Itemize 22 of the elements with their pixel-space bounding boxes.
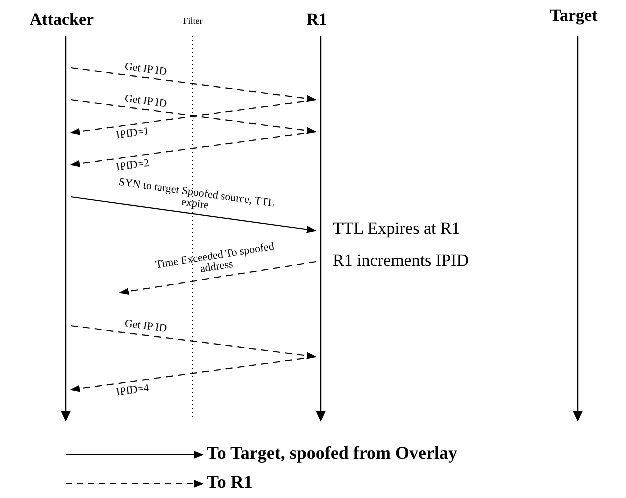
edge-label: Get IP ID [122,93,168,110]
legend-text: To R1 [207,472,253,493]
participant-label: Target [550,6,598,26]
message-arrow [119,261,316,296]
message-arrow [70,196,317,234]
edge-label: Time Exceeded To spoofed address [154,241,276,278]
message-arrow [70,325,317,360]
note: TTL Expires at R1 [333,219,460,239]
participant-label: Attacker [30,10,94,30]
edge-label: IPID=4 [115,382,152,398]
note: R1 increments IPID [333,251,469,271]
edge-label: SYN to target Spoofed source, TTL expire [116,177,276,214]
edge-label: IPID=1 [115,126,152,142]
participant-label: R1 [306,10,328,30]
message-arrow [70,131,316,168]
filter-label: Filter [183,16,203,26]
edge-label: Get IP ID [122,61,168,78]
edge-label: Get IP ID [122,319,168,336]
edge-label: IPID=2 [115,158,152,174]
message-arrow [70,67,317,102]
message-arrow [70,356,316,392]
legend-text: To Target, spoofed from Overlay [207,443,458,464]
